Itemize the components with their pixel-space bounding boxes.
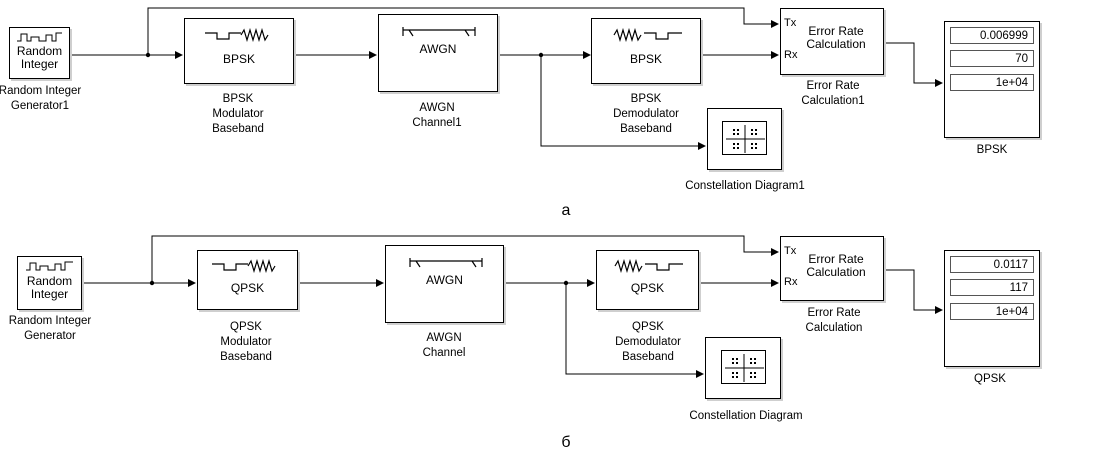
demodulator-block[interactable]: QPSK xyxy=(596,250,699,310)
block-caption: BPSK Demodulator Baseband xyxy=(613,93,679,135)
wire-error-to-display xyxy=(884,269,943,314)
wire-to-constellation xyxy=(540,55,706,150)
display-value-symbols: 1e+04 xyxy=(950,303,1034,320)
display-value-symbols: 1e+04 xyxy=(950,74,1034,91)
display-block[interactable]: 0.006999 70 1e+04 xyxy=(944,21,1040,138)
display-value-error-rate: 0.0117 xyxy=(950,256,1034,273)
block-label: Integer xyxy=(20,57,59,71)
block-caption: BPSK Modulator Baseband xyxy=(212,93,264,135)
constellation-diagram-block[interactable] xyxy=(705,337,781,399)
branch-point xyxy=(563,280,569,286)
wire-error-to-display xyxy=(884,42,943,87)
block-label: Integer xyxy=(30,287,69,301)
random-integer-block[interactable]: Random Integer xyxy=(17,256,82,310)
block-caption: QPSK xyxy=(974,373,1006,385)
block-label: QPSK xyxy=(230,281,265,295)
awgn-channel-block[interactable]: AWGN xyxy=(378,14,498,92)
block-label: Error Rate Calculation xyxy=(806,24,866,51)
constellation-icon xyxy=(721,350,766,384)
block-label: BPSK xyxy=(629,52,662,66)
error-rate-block[interactable]: Tx Rx Error Rate Calculation xyxy=(780,8,884,75)
wire-tx-feedback xyxy=(147,7,779,55)
modulator-waveform-icon xyxy=(212,259,276,273)
rx-port-label: Rx xyxy=(784,276,798,288)
block-label: Error Rate Calculation xyxy=(806,252,866,279)
modulator-waveform-icon xyxy=(205,28,269,42)
demodulator-waveform-icon xyxy=(613,28,682,42)
wire-tx-feedback xyxy=(151,235,779,283)
block-caption: BPSK xyxy=(976,144,1008,156)
block-label: AWGN xyxy=(426,273,463,287)
constellation-icon xyxy=(722,121,767,155)
block-caption: Error Rate Calculation xyxy=(805,307,863,334)
channel-icon xyxy=(409,258,483,268)
modulator-block[interactable]: BPSK xyxy=(184,18,294,84)
block-caption: Random Integer Generator1 xyxy=(0,85,82,112)
branch-point xyxy=(145,52,151,58)
channel-icon xyxy=(402,27,476,37)
branch-point xyxy=(538,52,544,58)
modulator-block[interactable]: QPSK xyxy=(197,250,298,310)
block-caption: Random Integer Generator xyxy=(8,315,92,342)
block-caption: Error Rate Calculation1 xyxy=(801,80,865,107)
block-caption: Constellation Diagram1 xyxy=(685,180,805,192)
block-caption: QPSK Modulator Baseband xyxy=(220,321,272,363)
block-label: Random xyxy=(26,274,73,288)
branch-point xyxy=(149,280,155,286)
tx-port-label: Tx xyxy=(784,245,797,257)
block-caption: Constellation Diagram xyxy=(689,410,803,422)
block-caption: AWGN Channel1 xyxy=(412,102,462,129)
awgn-channel-block[interactable]: AWGN xyxy=(385,245,504,323)
tx-port-label: Tx xyxy=(784,17,797,29)
random-integer-icon xyxy=(17,32,62,42)
error-rate-block[interactable]: Tx Rx Error Rate Calculation xyxy=(780,236,884,301)
random-integer-icon xyxy=(26,261,73,271)
wire-to-constellation xyxy=(565,283,704,378)
block-label: QPSK xyxy=(630,281,665,295)
display-block[interactable]: 0.0117 117 1e+04 xyxy=(944,250,1040,367)
demodulator-waveform-icon xyxy=(614,259,683,273)
constellation-diagram-block[interactable] xyxy=(707,108,782,170)
display-value-error-rate: 0.006999 xyxy=(950,27,1034,44)
random-integer-block[interactable]: Random Integer xyxy=(9,27,70,79)
panel-label: а xyxy=(561,202,571,219)
demodulator-block[interactable]: BPSK xyxy=(591,18,701,84)
block-label: Random xyxy=(16,44,63,58)
panel-label: б xyxy=(561,434,571,451)
rx-port-label: Rx xyxy=(784,49,798,61)
block-label: AWGN xyxy=(419,42,457,56)
display-value-errors: 70 xyxy=(950,50,1034,67)
display-value-errors: 117 xyxy=(950,279,1034,296)
block-caption: AWGN Channel xyxy=(422,332,466,359)
block-caption: QPSK Demodulator Baseband xyxy=(615,321,681,363)
block-label: BPSK xyxy=(222,52,255,66)
